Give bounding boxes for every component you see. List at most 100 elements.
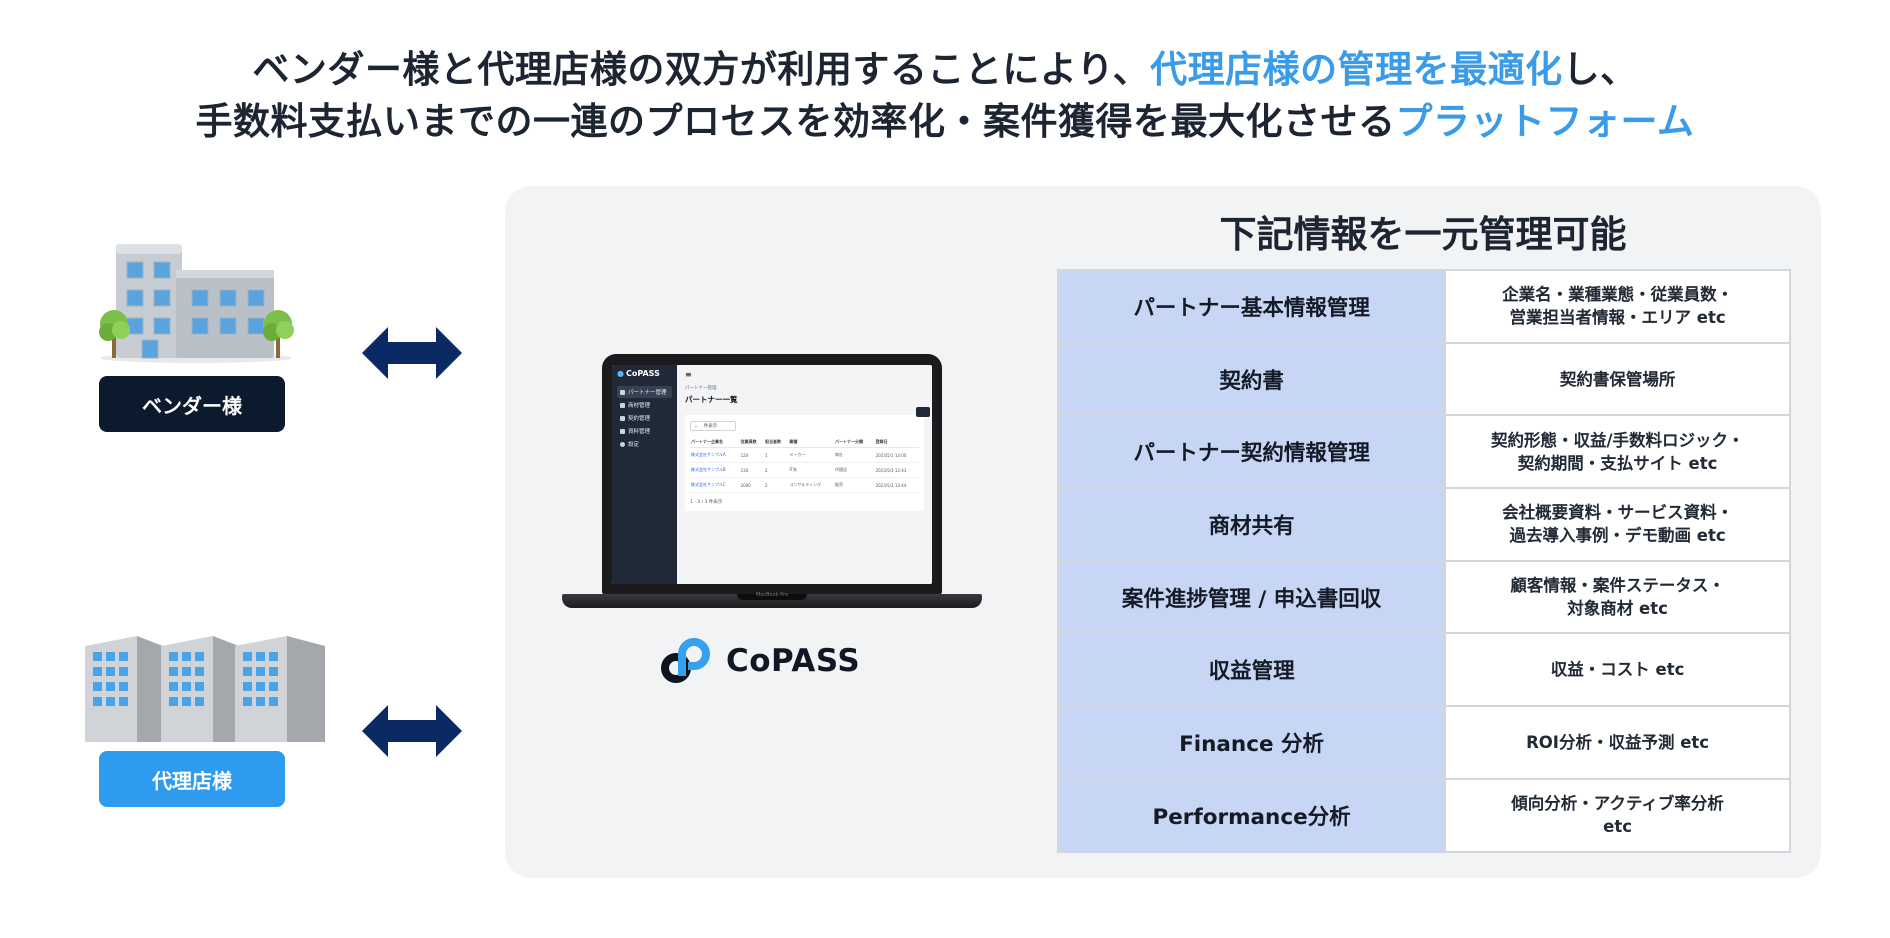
sidebar-item-materials[interactable]: 資料管理: [617, 425, 672, 437]
create-button[interactable]: [916, 407, 930, 417]
row-value: 会社概要資料・サービス資料・ 過去導入事例・デモ動画 etc: [1444, 487, 1791, 562]
office-building-with-trees-icon: [96, 240, 296, 364]
app-screen: ●CoPASS パートナー管理 商材管理 契約管理 資料管理 設定 ≡ パートナ…: [612, 365, 932, 584]
table-row[interactable]: 株式会社サンプルC 2000 2 コンサルティング 販売 2023/5/3 13…: [690, 477, 919, 493]
row-value: ROI分析・収益予測 etc: [1444, 705, 1791, 780]
sidebar-item-label: パートナー管理: [628, 390, 667, 396]
table-cell: 2000: [739, 477, 764, 493]
row-value: 顧客情報・案件ステータス・ 対象商材 etc: [1444, 559, 1791, 635]
table-cell: 商社: [834, 447, 875, 463]
partner-icon: [620, 389, 625, 395]
table-cell-link[interactable]: 株式会社サンプルA: [690, 447, 740, 463]
table-cell-link[interactable]: 株式会社サンプルB: [690, 462, 740, 478]
sidebar-item-settings[interactable]: 設定: [617, 438, 672, 450]
section-title: 下記情報を一元管理可能: [1219, 213, 1627, 256]
table-cell: メーカー: [788, 447, 835, 463]
app-content: ≡ パートナー管理 パートナー一覧 ⌄ 件表示 パートナー企業名 従業員数 担当者…: [677, 365, 932, 584]
sidebar-item-products[interactable]: 商材管理: [617, 399, 672, 411]
headline-line-2-text: 手数料支払いまでの一連のプロセスを効率化・案件獲得を最大化させる: [195, 100, 1396, 143]
chevron-down-icon: ⌄: [694, 423, 698, 429]
sidebar-item-label: 契約管理: [628, 416, 651, 422]
double-headed-arrow-icon: [362, 705, 462, 757]
row-value: 契約形態・収益/手数料ロジック・ 契約期間・支払サイト etc: [1444, 414, 1791, 490]
headline-accent-1: 代理店様の管理を最適化: [1150, 48, 1563, 91]
table-row: 商材共有 会社概要資料・サービス資料・ 過去導入事例・デモ動画 etc: [1056, 487, 1791, 562]
app-sidebar: ●CoPASS パートナー管理 商材管理 契約管理 資料管理 設定: [612, 365, 677, 584]
table-cell: 130: [739, 462, 764, 478]
row-value: 傾向分析・アクティブ率分析 etc: [1444, 777, 1791, 853]
table-cell: 代理店: [834, 462, 875, 478]
table-row[interactable]: 株式会社サンプルB 130 2 IT系 代理店 2023/5/3 12:43: [690, 462, 919, 478]
folder-icon: [620, 428, 625, 434]
app-logo: ●CoPASS: [617, 369, 672, 378]
table-cell: 2: [763, 462, 789, 478]
row-value: 企業名・業種業態・従業員数・ 営業担当者情報・エリア etc: [1444, 269, 1791, 344]
row-label: 契約書: [1056, 341, 1447, 417]
brand-name: CoPASS: [726, 643, 861, 679]
table-card: ⌄ 件表示 パートナー企業名 従業員数 担当者数 業種 パートナー分類 登録日: [685, 415, 924, 511]
app-logo-icon: ●: [617, 369, 624, 378]
app-logo-text: CoPASS: [625, 369, 660, 378]
agency-label: 代理店様: [99, 751, 285, 807]
double-headed-arrow-icon: [362, 327, 462, 379]
page-size-select[interactable]: ⌄ 件表示: [690, 421, 736, 431]
table-row: Performance分析 傾向分析・アクティブ率分析 etc: [1056, 777, 1791, 853]
table-header[interactable]: パートナー分類: [834, 437, 875, 448]
table-cell: 2023/5/1 13:00: [874, 447, 919, 463]
row-label: 商材共有: [1056, 487, 1447, 562]
headline-line-1: ベンダー様と代理店様の双方が利用することにより、代理店様の管理を最適化し、: [0, 44, 1890, 96]
row-label: 案件進捗管理 / 申込書回収: [1056, 559, 1447, 635]
row-label: パートナー基本情報管理: [1056, 269, 1447, 344]
table-header[interactable]: 登録日: [874, 437, 919, 448]
pagination-info: 1 - 3 / 3 件表示: [690, 500, 723, 505]
copass-logo-icon: [661, 638, 710, 683]
menu-icon[interactable]: ≡: [685, 370, 692, 379]
city-buildings-icon: [85, 630, 325, 742]
table-row[interactable]: 株式会社サンプルA 120 1 メーカー 商社 2023/5/1 13:00: [690, 447, 919, 463]
row-label: パートナー契約情報管理: [1056, 414, 1447, 490]
laptop-notch: [737, 594, 807, 600]
table-row: パートナー基本情報管理 企業名・業種業態・従業員数・ 営業担当者情報・エリア e…: [1056, 269, 1791, 344]
document-icon: [620, 415, 625, 421]
table-cell: 販売: [834, 477, 875, 493]
row-label: Finance 分析: [1056, 705, 1447, 780]
laptop-base: [562, 594, 982, 608]
headline-line-1-text: ベンダー様と代理店様の双方が利用することにより、: [252, 48, 1151, 91]
table-cell: 120: [739, 447, 764, 463]
partner-table: パートナー企業名 従業員数 担当者数 業種 パートナー分類 登録日 株式会社サン…: [690, 437, 919, 493]
table-row: 契約書 契約書保管場所: [1056, 341, 1791, 417]
row-label: 収益管理: [1056, 632, 1447, 708]
page-size-label: 件表示: [703, 424, 718, 429]
breadcrumb[interactable]: パートナー管理: [685, 386, 717, 391]
row-value: 収益・コスト etc: [1444, 632, 1791, 708]
laptop-mockup: ●CoPASS パートナー管理 商材管理 契約管理 資料管理 設定 ≡ パートナ…: [562, 354, 982, 616]
sidebar-item-label: 資料管理: [628, 429, 651, 435]
headline: ベンダー様と代理店様の双方が利用することにより、代理店様の管理を最適化し、 手数…: [0, 44, 1890, 148]
headline-line-1-end: し、: [1562, 48, 1638, 91]
page-title: パートナー一覧: [685, 395, 738, 404]
sidebar-item-contracts[interactable]: 契約管理: [617, 412, 672, 424]
info-table: パートナー基本情報管理 企業名・業種業態・従業員数・ 営業担当者情報・エリア e…: [1056, 269, 1791, 853]
brand-logo: CoPASS: [660, 636, 860, 686]
table-header[interactable]: 従業員数: [739, 437, 764, 448]
sidebar-item-partner[interactable]: パートナー管理: [617, 386, 672, 398]
table-row: 収益管理 収益・コスト etc: [1056, 632, 1791, 708]
table-row: パートナー契約情報管理 契約形態・収益/手数料ロジック・ 契約期間・支払サイト …: [1056, 414, 1791, 490]
table-header[interactable]: 業種: [788, 437, 835, 448]
headline-line-2: 手数料支払いまでの一連のプロセスを効率化・案件獲得を最大化させるプラットフォーム: [0, 96, 1890, 148]
table-cell-link[interactable]: 株式会社サンプルC: [690, 477, 740, 493]
laptop-lid: ●CoPASS パートナー管理 商材管理 契約管理 資料管理 設定 ≡ パートナ…: [602, 354, 942, 594]
table-header[interactable]: 担当者数: [763, 437, 789, 448]
sidebar-item-label: 商材管理: [628, 403, 651, 409]
table-header[interactable]: パートナー企業名: [690, 437, 740, 448]
gear-icon: [620, 441, 625, 447]
table-row: Finance 分析 ROI分析・収益予測 etc: [1056, 705, 1791, 780]
table-cell: 1: [763, 447, 789, 463]
device-label: MacBook Pro: [755, 592, 789, 598]
headline-accent-2: プラットフォーム: [1395, 100, 1695, 143]
row-label: Performance分析: [1056, 777, 1447, 853]
cart-icon: [620, 402, 625, 408]
table-cell: 2: [763, 477, 789, 493]
sidebar-item-label: 設定: [628, 442, 640, 448]
table-cell: コンサルティング: [788, 477, 835, 493]
